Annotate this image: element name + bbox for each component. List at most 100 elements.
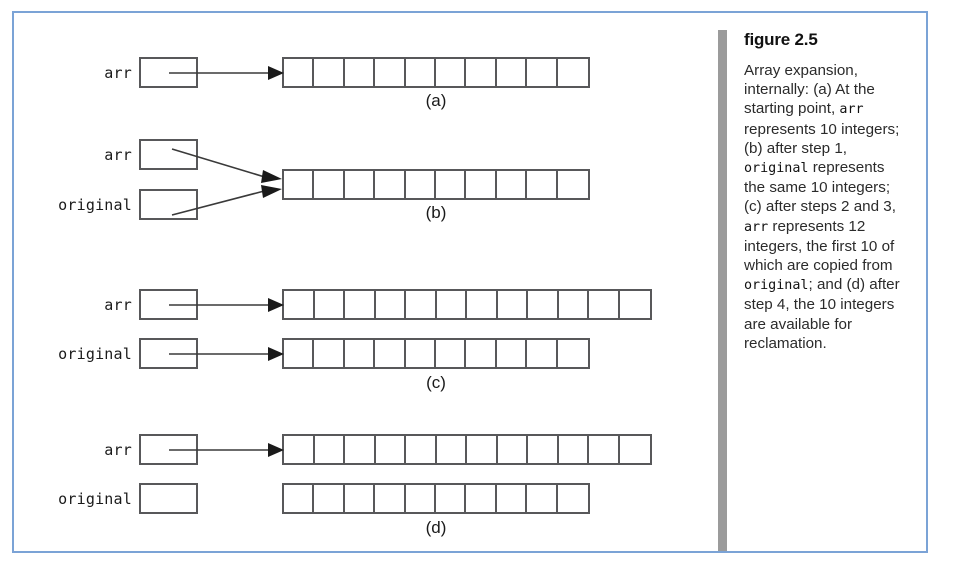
- array-cell: [589, 436, 620, 463]
- figure-title: figure 2.5: [744, 30, 818, 49]
- caption-code-token: original: [744, 278, 809, 294]
- panel-d-label-arr: arr: [104, 441, 132, 459]
- panel-a-refbox-arr: [139, 57, 198, 88]
- caption-code-token: arr: [839, 102, 864, 118]
- array-cell: [344, 485, 376, 512]
- array-cell: [557, 485, 589, 512]
- panel-d-refbox-arr: [139, 434, 198, 465]
- array-cell: [557, 59, 589, 86]
- array-cell: [527, 171, 558, 198]
- array-cell: [284, 485, 315, 512]
- array-cell: [375, 436, 406, 463]
- array-cell: [496, 171, 528, 198]
- array-cell: [344, 59, 376, 86]
- panel-a-caption: (a): [425, 91, 447, 110]
- array-cell: [284, 436, 315, 463]
- panel-b-refbox-original: [139, 189, 198, 220]
- array-cell: [436, 436, 467, 463]
- array-cell: [467, 291, 498, 318]
- panel-b-caption: (b): [425, 203, 447, 222]
- caption-code-token: original: [744, 161, 809, 177]
- caption-text-run: represents 10 integers; (b) after step 1…: [744, 120, 900, 157]
- array-cell: [466, 485, 497, 512]
- panel-d-array-1: [282, 434, 652, 465]
- diagram-area: arr (a): [14, 13, 714, 555]
- panel-c-refbox-original: [139, 338, 198, 369]
- array-cell: [527, 340, 558, 367]
- array-cell: [497, 436, 528, 463]
- array-cell: [527, 485, 558, 512]
- array-cell: [406, 436, 437, 463]
- panel-d: arr original: [14, 408, 714, 548]
- array-cell: [466, 59, 497, 86]
- array-cell: [284, 171, 315, 198]
- caption-code-token: arr: [744, 219, 769, 235]
- array-cell: [466, 171, 497, 198]
- caption-text-run: ; and (d) after step 4, the 10 integers …: [744, 276, 900, 352]
- panel-d-arrows: [169, 443, 284, 457]
- array-cell: [436, 171, 467, 198]
- caption-text-run: Array expansion, internally: (a) At the …: [744, 62, 875, 118]
- panel-d-refbox-original: [139, 483, 198, 514]
- array-cell: [314, 59, 345, 86]
- array-cell: [619, 291, 650, 318]
- caption-text-run: represents 12 integers, the first 10 of …: [744, 217, 895, 275]
- array-cell: [436, 291, 467, 318]
- array-cell: [496, 59, 528, 86]
- array-cell: [496, 485, 528, 512]
- array-cell: [557, 340, 589, 367]
- panel-a-array-1: [282, 57, 590, 88]
- array-cell: [405, 340, 437, 367]
- panel-b-label-arr: arr: [104, 146, 132, 164]
- array-cell: [466, 340, 497, 367]
- array-cell: [375, 59, 406, 86]
- panel-c-label-original: original: [58, 345, 132, 363]
- caption-column: figure 2.5 Array expansion, internally: …: [744, 30, 909, 353]
- array-cell: [436, 485, 467, 512]
- array-cell: [405, 171, 437, 198]
- array-cell: [314, 436, 345, 463]
- panel-b-refbox-arr: [139, 139, 198, 170]
- panel-d-caption: (d): [425, 518, 447, 537]
- array-cell: [345, 291, 376, 318]
- array-cell: [558, 291, 589, 318]
- panel-a: arr (a): [14, 31, 714, 121]
- array-cell: [406, 291, 437, 318]
- array-cell: [344, 171, 376, 198]
- array-cell: [345, 436, 376, 463]
- array-cell: [375, 485, 406, 512]
- array-cell: [314, 171, 345, 198]
- panel-c: arr original: [14, 263, 714, 403]
- panel-c-arrows: [169, 298, 284, 361]
- panel-c-array-2: [282, 338, 590, 369]
- panel-b-label-original: original: [58, 196, 132, 214]
- array-cell: [314, 340, 345, 367]
- array-cell: [557, 171, 589, 198]
- panel-d-label-original: original: [58, 490, 132, 508]
- array-cell: [314, 291, 345, 318]
- array-cell: [375, 171, 406, 198]
- array-cell: [436, 59, 467, 86]
- panel-c-label-arr: arr: [104, 296, 132, 314]
- figure-frame: arr (a): [12, 11, 928, 553]
- array-cell: [344, 340, 376, 367]
- panel-c-caption: (c): [426, 373, 446, 392]
- array-cell: [497, 291, 528, 318]
- panel-b: arr original: [14, 123, 714, 238]
- array-cell: [558, 436, 589, 463]
- array-cell: [436, 340, 467, 367]
- caption-text-run: represents the same 10 integers; (c) aft…: [744, 159, 896, 216]
- caption-vertical-rule: [718, 30, 727, 551]
- array-cell: [527, 59, 558, 86]
- array-cell: [405, 59, 437, 86]
- array-cell: [375, 340, 406, 367]
- panel-b-array-1: [282, 169, 590, 200]
- array-cell: [589, 291, 620, 318]
- panel-c-array-1: [282, 289, 652, 320]
- array-cell: [284, 291, 315, 318]
- array-cell: [528, 436, 559, 463]
- figure-caption: Array expansion, internally: (a) At the …: [744, 61, 909, 353]
- array-cell: [314, 485, 345, 512]
- panel-c-refbox-arr: [139, 289, 198, 320]
